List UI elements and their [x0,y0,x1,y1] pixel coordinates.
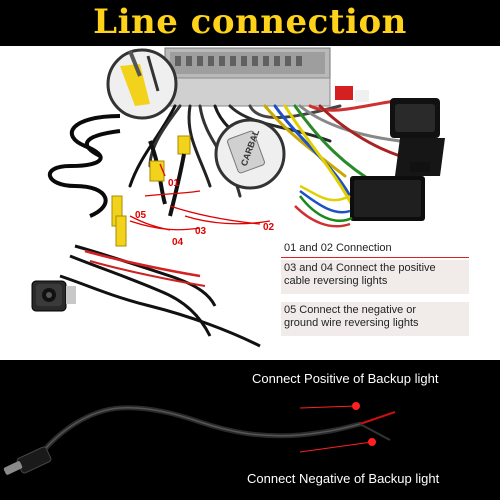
coiled-cable [47,114,121,218]
dc-plug [3,446,52,475]
head-unit [164,47,331,107]
harness-connector-block [335,86,445,176]
negative-dot [368,438,376,446]
backup-cable-illustration [3,402,396,475]
callout-05: 05 [135,210,147,221]
legend-item-01-02: 01 and 02 Connection [281,240,469,258]
wiring-photo: CARBAL 01 02 03 04 05 [0,46,500,360]
callout-04: 04 [172,237,184,248]
side-wires [294,184,353,228]
legend-text: 05 Connect the negative or ground wire r… [284,304,419,329]
backup-camera [31,244,261,348]
red-lead-lines [129,163,271,231]
callout-03: 03 [195,226,207,237]
title-banner: Line connection [0,0,500,46]
legend-item-05: 05 Connect the negative or ground wire r… [281,302,469,336]
legend-text: 01 and 02 Connection [284,242,392,254]
zoom-circle-left [106,48,178,120]
legend-item-03-04: 03 and 04 Connect the positive cable rev… [281,260,469,294]
page-title: Line connection [93,2,407,42]
positive-dot [352,402,360,410]
backup-light-panel: Connect Positive of Backup light Connect… [0,360,500,500]
negative-label: Connect Negative of Backup light [247,471,440,486]
zoom-circle-middle: CARBAL [214,118,286,190]
yellow-rca-connectors [111,135,191,247]
canbus-box [350,162,430,221]
legend-text: 03 and 04 Connect the positive cable rev… [284,262,436,287]
callout-02: 02 [263,222,275,233]
positive-label: Connect Positive of Backup light [252,371,439,386]
callout-01: 01 [168,178,180,189]
pointer-lines [299,405,373,453]
